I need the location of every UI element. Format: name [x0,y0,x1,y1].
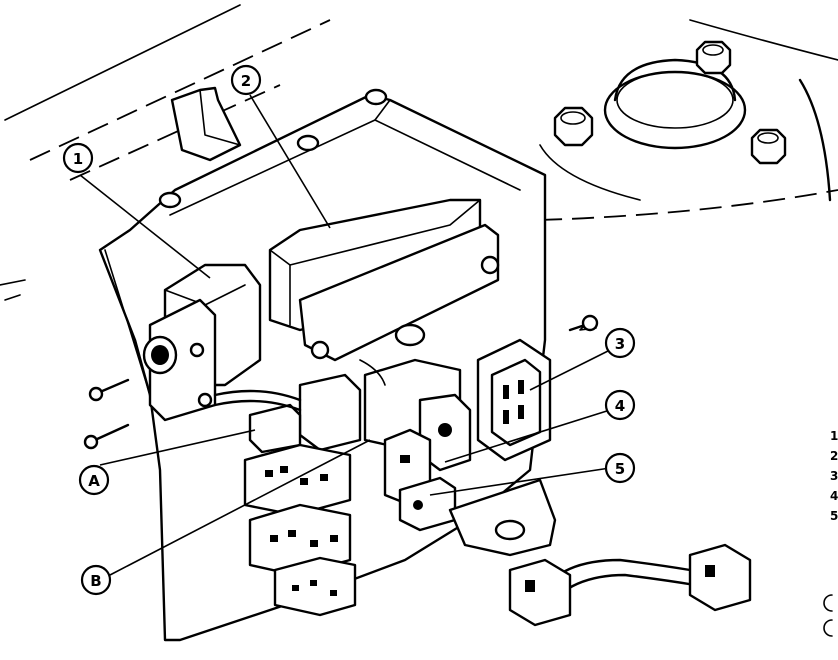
wire-harness [213,359,386,412]
top-block [170,86,242,162]
cap-bolt-nuts [553,40,787,165]
legend-fragment-2: 2 [830,449,838,463]
callout-5-label: 5 [615,460,625,478]
relay-2 [268,198,500,362]
callout-3-label: 3 [615,335,625,353]
top-cover-cap [603,58,832,202]
bracket-screws [158,88,388,209]
loose-screws [83,314,599,450]
callout-b-label: B [90,572,101,590]
callout-5: 5 [604,452,636,484]
connector-3 [476,319,597,462]
bracket-tab [448,478,557,557]
external-plug-harness [508,543,752,627]
callout-4-label: 4 [615,397,625,415]
legend-fragment-5: 5 [830,509,838,523]
callout-1: 1 [62,142,94,174]
callout-3: 3 [604,327,636,359]
leader-lines [79,94,611,576]
legend-fragment: 1 2 3 4 5 [823,429,838,637]
callout-b: B [80,564,112,596]
callout-4: 4 [604,389,636,421]
legend-fragment-3: 3 [830,469,838,483]
relay-1 [142,263,262,422]
callout-1-label: 1 [73,150,83,168]
callout-a-label: A [88,472,100,490]
background-panel-lines [0,4,838,301]
connector-block-middle [248,358,472,472]
legend-fragment-1: 1 [830,429,838,443]
legend-fragment-4: 4 [830,489,838,503]
callout-a: A [78,464,110,496]
callout-2: 2 [230,64,262,96]
callout-2-label: 2 [241,72,251,90]
connector-stack [243,443,357,617]
